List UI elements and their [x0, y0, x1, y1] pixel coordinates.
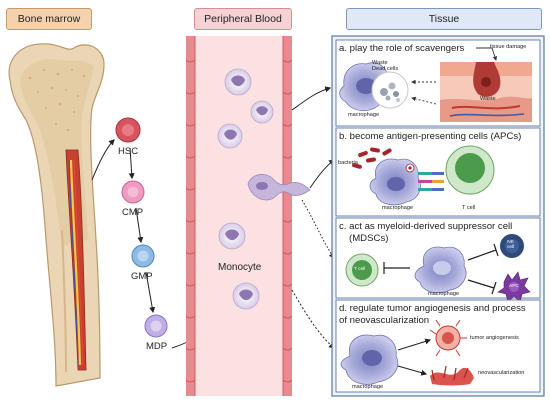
- blood-vessel: [185, 36, 293, 396]
- t-cell-c: [345, 253, 379, 287]
- monocytes: [217, 68, 311, 310]
- gmp-label: GMP: [131, 271, 153, 282]
- macrophage-b: [369, 158, 421, 206]
- macrophage-c: [414, 246, 467, 294]
- t-cell-b-label: T cell: [462, 205, 476, 211]
- panel-c-title: c. act as myeloid-derived suppressor cel…: [339, 221, 513, 232]
- mhc-tcr-receptors: [418, 172, 444, 191]
- nk-cell-label: NK cell: [507, 240, 515, 250]
- suppression-lines: [383, 243, 499, 295]
- macrophage-c-label: macrophage: [428, 291, 460, 297]
- neovascularization-icon: [430, 365, 474, 386]
- panel-c: [335, 217, 541, 303]
- tissue-damage-illustration: [440, 62, 532, 122]
- tissue-damage-label: tissue damage: [490, 44, 527, 50]
- macrophage-a-label: macrophage: [348, 112, 380, 118]
- cmp-label: CMP: [122, 207, 144, 218]
- nk-cell: [500, 234, 524, 258]
- t-cell-b: [445, 145, 495, 195]
- monocyte: [250, 100, 274, 124]
- hsc-label: HSC: [118, 146, 139, 157]
- monocyte: [218, 222, 246, 250]
- neovascularization-label: neovascularization: [478, 370, 525, 376]
- bacteria-label: bacteria: [338, 160, 358, 166]
- mdp-label: MDP: [146, 341, 168, 352]
- waste-dead-cells-label: Waste Dead cells: [372, 60, 399, 72]
- progenitor-cells: [115, 117, 168, 338]
- bone-texture: [28, 68, 86, 132]
- scavenging-arrows: [411, 47, 497, 105]
- angiogenesis-arrows: [397, 338, 432, 376]
- waste-label: Waste: [480, 96, 496, 102]
- monocyte: [232, 282, 260, 310]
- monocyte-label: Monocyte: [218, 262, 262, 273]
- macrophage-d: [340, 334, 399, 385]
- tumor-angiogenesis-label: tumor angiogenesis: [470, 335, 519, 341]
- extravasating-monocyte: [247, 174, 311, 201]
- panel-d: [335, 299, 541, 393]
- monocyte: [217, 123, 243, 149]
- dead-cells-bubble: [371, 71, 409, 109]
- peripheral-blood-header: Peripheral Blood: [194, 8, 292, 30]
- t-cell-c-label: T cell: [354, 267, 366, 272]
- panel-d-title-2: of neovascularization: [339, 315, 430, 326]
- macrophage-d-label: macrophage: [352, 384, 384, 390]
- panel-b: [335, 127, 541, 217]
- panel-d-title: d. regulate tumor angiogenesis and proce…: [339, 303, 526, 314]
- macrophage-b-label: macrophage: [382, 205, 414, 211]
- panel-a-title: a. play the role of scavengers: [339, 43, 465, 54]
- panel-b-title: b. become antigen-presenting cells (APCs…: [339, 131, 522, 142]
- panel-a: [335, 39, 541, 127]
- monocyte: [224, 68, 252, 96]
- femur-bone: [8, 43, 105, 387]
- tumor-angiogenesis-icon: [429, 319, 467, 357]
- apc-cell: [497, 271, 531, 303]
- tissue-header: Tissue: [346, 8, 542, 30]
- bone-marrow-header: Bone marrow: [6, 8, 92, 30]
- migration-arrows: [291, 86, 335, 349]
- bacteria-group: [352, 147, 392, 169]
- apc-label: APC: [509, 284, 519, 289]
- panel-c-title-2: (MDSCs): [349, 233, 389, 244]
